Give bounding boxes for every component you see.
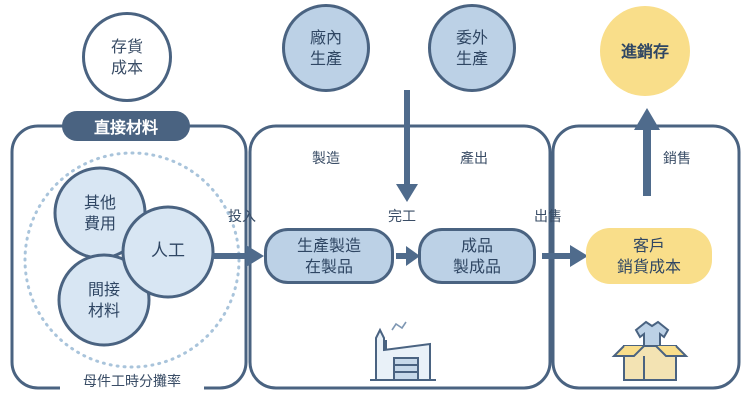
labor-label: 人工 (151, 241, 185, 261)
sales-inventory-circle: 進銷存 (600, 6, 690, 96)
direct-material-label: 直接材料 (93, 118, 158, 137)
indirect-material-circle (57, 253, 151, 347)
flow-arrows (212, 90, 660, 267)
sales-label: 銷售 (663, 151, 691, 167)
manufacture-label: 製造 (312, 151, 340, 167)
in-house-line-2: 生產 (309, 49, 342, 68)
customer-line-1: 客戶 (632, 236, 665, 255)
finished-goods-node: 成品 製成品 (418, 228, 536, 284)
shirt-box-icon (611, 320, 689, 381)
wip-line-1: 生產製造 (296, 236, 361, 255)
factory-icon (370, 321, 436, 381)
allocation-rate-label: 母件工時分攤率 (60, 371, 204, 391)
allocation-dotted-circle (23, 151, 241, 369)
outsourced-line-2: 生產 (455, 49, 488, 68)
other-expenses-line-2: 費用 (83, 214, 116, 233)
outsourced-line-1: 委外 (455, 28, 488, 47)
indirect-material-text: 間接 材料 (74, 279, 134, 321)
labor-text: 人工 (138, 241, 198, 262)
indirect-material-line-1: 間接 (87, 280, 120, 299)
input-label: 投入 (228, 209, 256, 225)
other-expenses-text: 其他 費用 (70, 192, 130, 234)
outsourced-production-circle: 委外 生產 (428, 4, 516, 92)
wip-line-2: 在製品 (304, 257, 353, 276)
output-label: 產出 (460, 151, 488, 167)
finished-line-2: 製成品 (452, 257, 501, 276)
wip-node: 生產製造 在製品 (264, 228, 394, 284)
inventory-cost-line-1: 存貨 (110, 37, 143, 56)
direct-material-badge: 直接材料 (62, 111, 190, 141)
other-expenses-line-1: 其他 (83, 193, 116, 212)
indirect-material-line-2: 材料 (87, 301, 120, 320)
complete-label: 完工 (388, 209, 416, 225)
inventory-cost-circle: 存貨 成本 (82, 12, 172, 102)
ship-out-label: 出售 (534, 209, 562, 225)
in-house-production-circle: 廠內 生產 (282, 4, 370, 92)
finished-line-1: 成品 (460, 236, 493, 255)
sales-inventory-label: 進銷存 (620, 41, 669, 61)
customer-cogs-node: 客戶 銷貨成本 (586, 228, 712, 284)
in-house-line-1: 廠內 (309, 28, 342, 47)
labor-circle (121, 205, 215, 299)
inventory-cost-line-2: 成本 (110, 58, 143, 77)
customer-line-2: 銷貨成本 (616, 257, 681, 276)
